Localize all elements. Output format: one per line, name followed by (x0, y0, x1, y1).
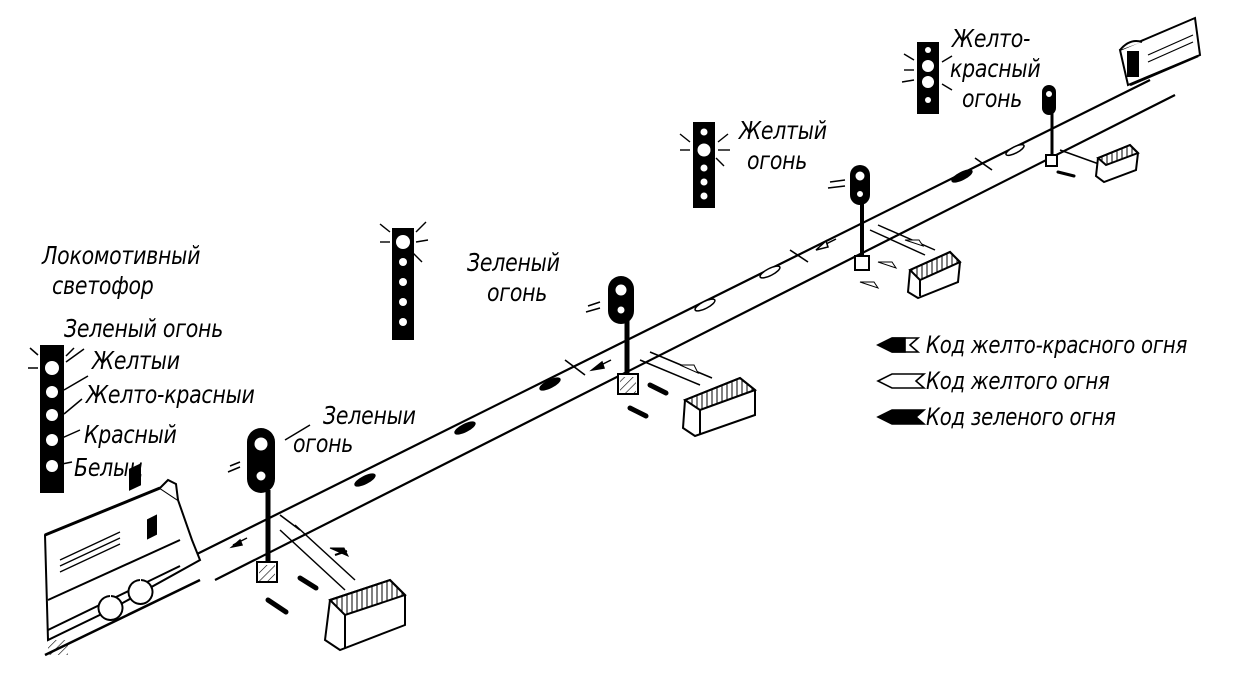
indication-green (379, 221, 429, 340)
signal-2-label-line2: огонь (487, 278, 548, 307)
white-lamp-icon (46, 460, 58, 472)
green-lamp-icon (45, 361, 59, 375)
signal-lamp-icon (253, 436, 269, 452)
signal-4-label-line3: огонь (962, 84, 1023, 113)
signal-lamp-icon (854, 170, 866, 182)
light-label-yellow-red: Желто-красныи (86, 380, 255, 409)
wayside-signal-3 (827, 165, 962, 300)
indication-yellow-red (901, 42, 953, 114)
filled-arrow-icon (876, 409, 927, 425)
yellow-red-lamp-icon (46, 409, 58, 421)
signal-4-label-line2: красный (950, 54, 1041, 83)
red-lamp-icon (46, 434, 58, 446)
legend-label-yellow-red: Код желто-красного огня (926, 331, 1188, 359)
legend-label-yellow: Код желтого огня (926, 367, 1110, 395)
signal-4-label-line1: Желто- (952, 24, 1031, 53)
railway-track (194, 79, 1176, 581)
light-label-green: Зеленый огонь (64, 314, 224, 343)
legend-symbols (876, 337, 927, 425)
locomotive-signal-title-line2: светофор (52, 271, 154, 300)
hollow-arrow-icon (876, 373, 927, 389)
indication-yellow (679, 122, 730, 208)
light-label-yellow: Желтыи (92, 346, 180, 375)
signal-1-label-line1: Зеленыи (323, 401, 416, 430)
half-filled-arrow-icon (876, 337, 921, 353)
locomotive-signal (28, 345, 89, 493)
signal-3-label-line1: Желтый (739, 116, 827, 145)
track-code-marks (229, 143, 1025, 549)
signal-2-label-line1: Зеленый (467, 248, 560, 277)
wayside-signal-1 (227, 424, 407, 652)
locomotive (43, 463, 202, 657)
signal-1-label-line2: огонь (293, 429, 354, 458)
wayside-signal-2 (585, 276, 758, 438)
signal-3-label-line2: огонь (747, 146, 808, 175)
railcar (1118, 16, 1202, 87)
light-label-red: Красный (84, 420, 177, 449)
locomotive-signal-title-line1: Локомотивный (42, 241, 201, 270)
signal-lamp-icon (614, 283, 628, 297)
signal-lamp-icon (1045, 90, 1053, 98)
light-label-white: Белыц (74, 453, 143, 482)
wayside-signal-4 (1042, 85, 1140, 184)
legend-label-green: Код зеленого огня (926, 403, 1116, 431)
yellow-lamp-icon (46, 386, 58, 398)
